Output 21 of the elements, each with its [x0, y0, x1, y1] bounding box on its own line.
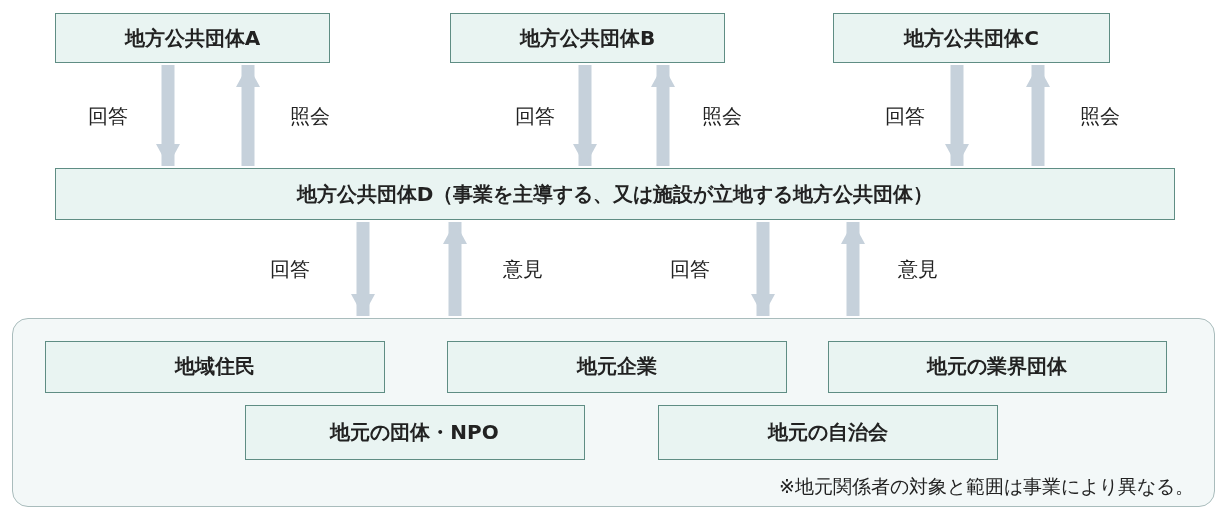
entity-box: 地元の業界団体	[827, 340, 1167, 393]
arrow	[443, 222, 467, 316]
arrow	[156, 65, 180, 166]
entity-box: 地方公共団体A	[55, 13, 330, 63]
arrow	[573, 65, 597, 166]
note-text: ※地元関係者の対象と範囲は事業により異なる。	[779, 474, 1194, 499]
entity-box: 地域住民	[44, 340, 385, 393]
stakeholder-panel	[12, 318, 1215, 507]
entity-box: 地方公共団体C	[833, 13, 1110, 63]
entity-box: 地方公共団体D（事業を主導する、又は施設が立地する地方公共団体）	[55, 168, 1175, 220]
arrow	[751, 222, 775, 316]
entity-box: 地元企業	[446, 340, 787, 393]
arrow	[236, 65, 260, 166]
entity-box: 地元の自治会	[657, 404, 998, 460]
arrow	[841, 222, 865, 316]
arrow	[945, 65, 969, 166]
entity-box: 地方公共団体B	[450, 13, 725, 63]
entity-box: 地元の団体・NPO	[244, 404, 585, 460]
arrow	[1026, 65, 1050, 166]
arrow	[351, 222, 375, 316]
arrow	[651, 65, 675, 166]
